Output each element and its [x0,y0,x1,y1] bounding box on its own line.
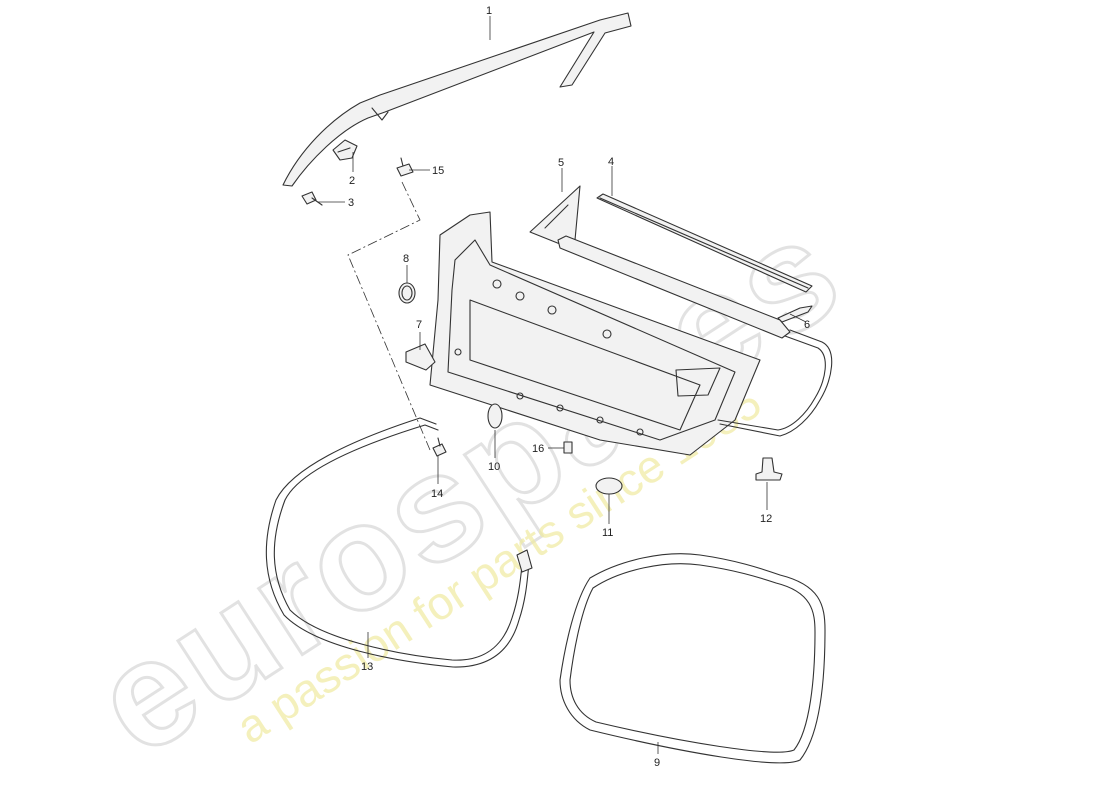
leader-lines [318,16,807,754]
part-16-clip [563,441,573,454]
part-11-cover [595,477,623,495]
waist-strip [557,235,791,339]
part-1-roof-strip [282,12,632,187]
part-2-clip [332,139,358,161]
callout-10: 10 [488,461,500,473]
part-12-fastener [755,457,783,481]
part-14-screw [432,437,447,457]
part-6-bolt [777,305,813,323]
callout-4: 4 [608,156,614,168]
part-5-mirror-mount [529,185,581,245]
part-3-screw [301,191,323,206]
callout-8: 8 [403,253,409,265]
part-13-frame-seal [265,417,533,668]
callout-11: 11 [602,527,613,539]
part-4-window-seal [596,193,813,293]
callout-13: 13 [361,661,373,673]
callout-2: 2 [349,175,355,187]
callout-7: 7 [416,319,422,331]
callout-6: 6 [804,319,810,331]
alignment-lines [347,181,431,451]
part-7-bracket [405,343,436,371]
part-15-screw [396,157,414,177]
callout-12: 12 [760,513,772,525]
callout-5: 5 [558,157,564,169]
callout-9: 9 [654,757,660,769]
callout-labels: 1 2 3 4 5 6 7 8 9 10 11 12 13 14 15 16 [348,5,810,769]
callout-14: 14 [431,488,443,500]
callout-3: 3 [348,197,354,209]
outer-door-seal [717,329,833,437]
callout-15: 15 [432,165,444,177]
door-shell [429,211,761,456]
part-8-grommet [398,282,416,304]
part-9-door-seal [559,553,826,764]
part-10-cover [487,403,503,429]
callout-16: 16 [532,443,544,455]
callout-1: 1 [486,5,492,17]
